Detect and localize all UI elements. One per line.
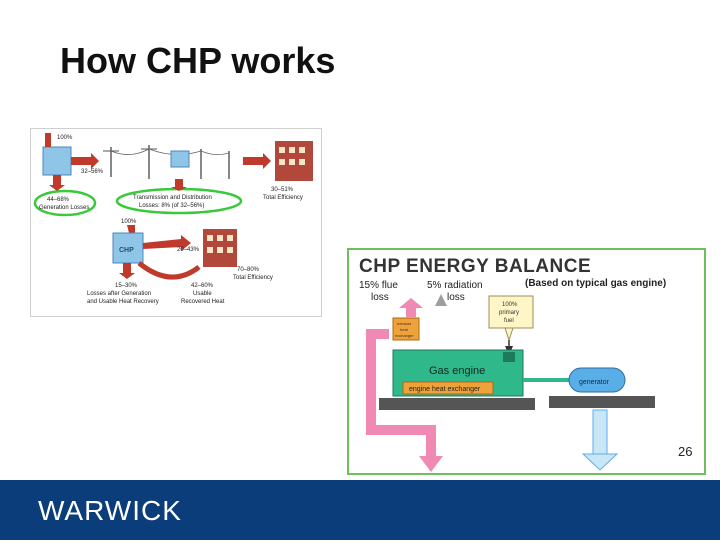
- chp-building-icon: [203, 229, 237, 267]
- chp-energy-balance-diagram: CHP ENERGY BALANCE (Based on typical gas…: [347, 248, 706, 475]
- radiation-loss-label-1: 5% radiation: [427, 280, 483, 291]
- heat-output-arrow-icon: [419, 456, 443, 472]
- exhaust-hx-label-2: heat: [400, 327, 409, 332]
- substation-icon: [170, 150, 190, 168]
- chp-unit-icon: [112, 232, 144, 264]
- heat-label-1: Usable: [193, 291, 212, 297]
- footer-bar: WARWICK: [0, 480, 720, 540]
- energy-balance-subtitle: (Based on typical gas engine): [525, 278, 666, 289]
- footer-svg: WARWICK: [0, 480, 720, 540]
- top-total-efficiency-value: 30–51%: [271, 187, 294, 193]
- chp-total-efficiency-label: Total Efficiency: [233, 275, 273, 281]
- fuel-valve: [503, 352, 515, 362]
- slide-number: 26: [678, 444, 693, 459]
- engine-base-plate: [379, 398, 535, 410]
- generator: [568, 367, 626, 393]
- td-losses-value: Losses: 8% (of 32–56%): [139, 203, 204, 209]
- radiation-loss-arrow-icon: [435, 294, 447, 306]
- top-total-efficiency-label: Total Efficiency: [263, 195, 303, 201]
- primary-fuel-label-1: 100%: [502, 302, 518, 308]
- chp-input-label: 100%: [121, 219, 137, 225]
- flue-loss-arrow-icon: [399, 298, 423, 318]
- flue-loss-label-2: loss: [371, 292, 389, 303]
- chp-losses-label-1: Losses after Generation: [87, 291, 151, 297]
- generator-base-plate: [549, 396, 655, 408]
- generator-label: generator: [579, 379, 610, 386]
- generation-losses-highlight: [33, 189, 97, 217]
- electric-output-pipe: [592, 409, 608, 457]
- td-losses-label: Transmission and Distribution: [133, 195, 212, 201]
- td-losses-highlight: [115, 187, 243, 215]
- top-input-label: 100%: [57, 135, 73, 141]
- exhaust-hx-label-3: exchanger: [395, 333, 414, 338]
- chp-electric-value: 20–43%: [177, 247, 200, 253]
- engine-heat-exchanger: [402, 381, 494, 395]
- exhaust-hx-label-1: exhaust: [397, 321, 412, 326]
- electric-output-arrow-icon: [581, 453, 619, 471]
- chp-losses-value: 15–30%: [115, 283, 138, 289]
- building-icon: [275, 141, 313, 181]
- grid-vs-chp-diagram: 100% 32–56% 30–51% Total Efficiency 44–6…: [30, 128, 322, 317]
- primary-fuel-callout: 100% primary fuel: [488, 295, 534, 342]
- heat-label-2: Recovered Heat: [181, 299, 225, 305]
- warwick-logo: WARWICK: [38, 495, 182, 526]
- chp-total-efficiency-value: 70–80%: [237, 267, 260, 273]
- delivered-arrow-icon: [243, 153, 271, 169]
- td-loss-arrow-icon: [171, 179, 187, 191]
- generation-losses-value: 44–68%: [47, 197, 70, 203]
- radiation-loss-label-2: loss: [447, 292, 465, 303]
- footer-background: [0, 480, 720, 540]
- energy-balance-title: CHP ENERGY BALANCE: [359, 256, 591, 277]
- slide-title: How CHP works: [60, 40, 336, 81]
- power-station-icon: [42, 146, 72, 176]
- generation-loss-arrow-icon: [49, 175, 65, 191]
- generated-arrow-icon: [71, 153, 99, 169]
- heat-output-pipe: [366, 329, 436, 462]
- engine-hx-label: engine heat exchanger: [409, 386, 481, 393]
- chp-heat-arrow-icon: [137, 261, 201, 280]
- top-generated-label: 32–56%: [81, 169, 104, 175]
- heat-value: 42–60%: [191, 283, 214, 289]
- chp-loss-arrow-icon: [119, 263, 135, 279]
- energy-balance-svg: CHP ENERGY BALANCE (Based on typical gas…: [359, 256, 666, 472]
- primary-fuel-label-3: fuel: [504, 318, 514, 324]
- gas-engine-label: Gas engine: [429, 365, 485, 377]
- chp-electric-arrow-icon: [143, 235, 191, 251]
- chp-unit-label: CHP: [119, 247, 134, 254]
- grid-diagram-svg: 100% 32–56% 30–51% Total Efficiency 44–6…: [33, 133, 313, 305]
- flue-loss-label-1: 15% flue: [359, 280, 398, 291]
- primary-fuel-label-2: primary: [499, 310, 519, 316]
- generation-losses-label: Generation Losses: [39, 205, 89, 211]
- chp-fuel-arrow-icon: [127, 225, 135, 233]
- chp-losses-label-2: and Usable Heat Recovery: [87, 299, 159, 305]
- transmission-tower-icon: [103, 145, 230, 179]
- fuel-input-arrow-icon: [45, 133, 51, 147]
